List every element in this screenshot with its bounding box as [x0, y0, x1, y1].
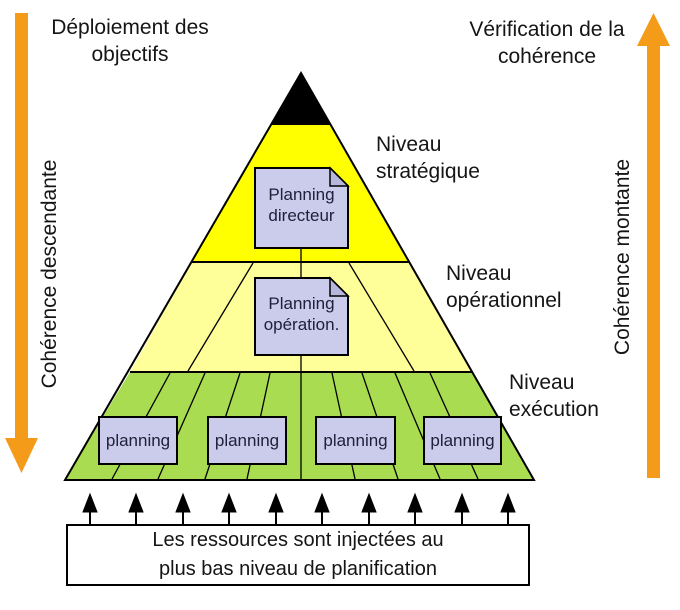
planning-operation-line1: Planning	[268, 294, 335, 313]
resource-arrows	[82, 492, 516, 525]
coherence-descendante-label: Cohérence descendante	[38, 159, 61, 389]
planning-box-2-text: planning	[214, 431, 280, 450]
level-execution-label: Niveau exécution	[509, 369, 629, 423]
planning-operation-doc-icon	[254, 276, 350, 356]
planning-directeur-line1: Planning	[268, 185, 335, 204]
level-execution-label-line1: Niveau	[509, 371, 575, 394]
planning-box-3-text: planning	[323, 431, 388, 450]
deploiement-title-line2: objectifs	[91, 43, 169, 66]
planning-operation-text: Planning opération.	[255, 293, 348, 335]
resources-note-line2: plus bas niveau de planification	[159, 558, 437, 580]
execution-planning-boxes	[98, 416, 502, 465]
pyramid-outline	[63, 70, 536, 481]
level-operationnel-label-line2: opérationnel	[446, 289, 562, 312]
resources-note-box: Les ressources sont injectées au plus ba…	[66, 524, 530, 586]
resources-note-line1: Les ressources sont injectées au	[152, 529, 444, 551]
level-strategique-label-line2: stratégique	[376, 160, 480, 183]
level-execution-shape	[65, 372, 534, 480]
verification-title-line1: Vérification de la	[469, 18, 625, 41]
level-operationnel-label-line1: Niveau	[446, 262, 512, 285]
planning-directeur-doc-icon	[254, 166, 350, 249]
planning-operation-line2: opération.	[263, 315, 340, 334]
level-strategique-label: Niveau stratégique	[376, 131, 526, 185]
planning-box-1-text: planning	[105, 431, 171, 450]
planning-directeur-text: Planning directeur	[255, 184, 348, 226]
level-operationnel-label: Niveau opérationnel	[446, 260, 596, 314]
level-execution-label-line2: exécution	[509, 398, 599, 421]
verification-title: Vérification de la cohérence	[452, 16, 642, 70]
verification-title-line2: cohérence	[497, 45, 597, 68]
up-arrow-icon	[637, 13, 670, 478]
planning-box-4-text: planning	[430, 431, 495, 450]
down-arrow-icon	[5, 13, 38, 473]
planning-directeur-line2: directeur	[268, 206, 335, 225]
deploiement-title-line1: Déploiement des	[51, 16, 209, 39]
deploiement-title: Déploiement des objectifs	[35, 14, 225, 68]
pyramid-apex-shape	[271, 73, 331, 125]
level-strategique-label-line1: Niveau	[376, 133, 442, 156]
coherence-montante-label: Cohérence montante	[611, 158, 634, 356]
